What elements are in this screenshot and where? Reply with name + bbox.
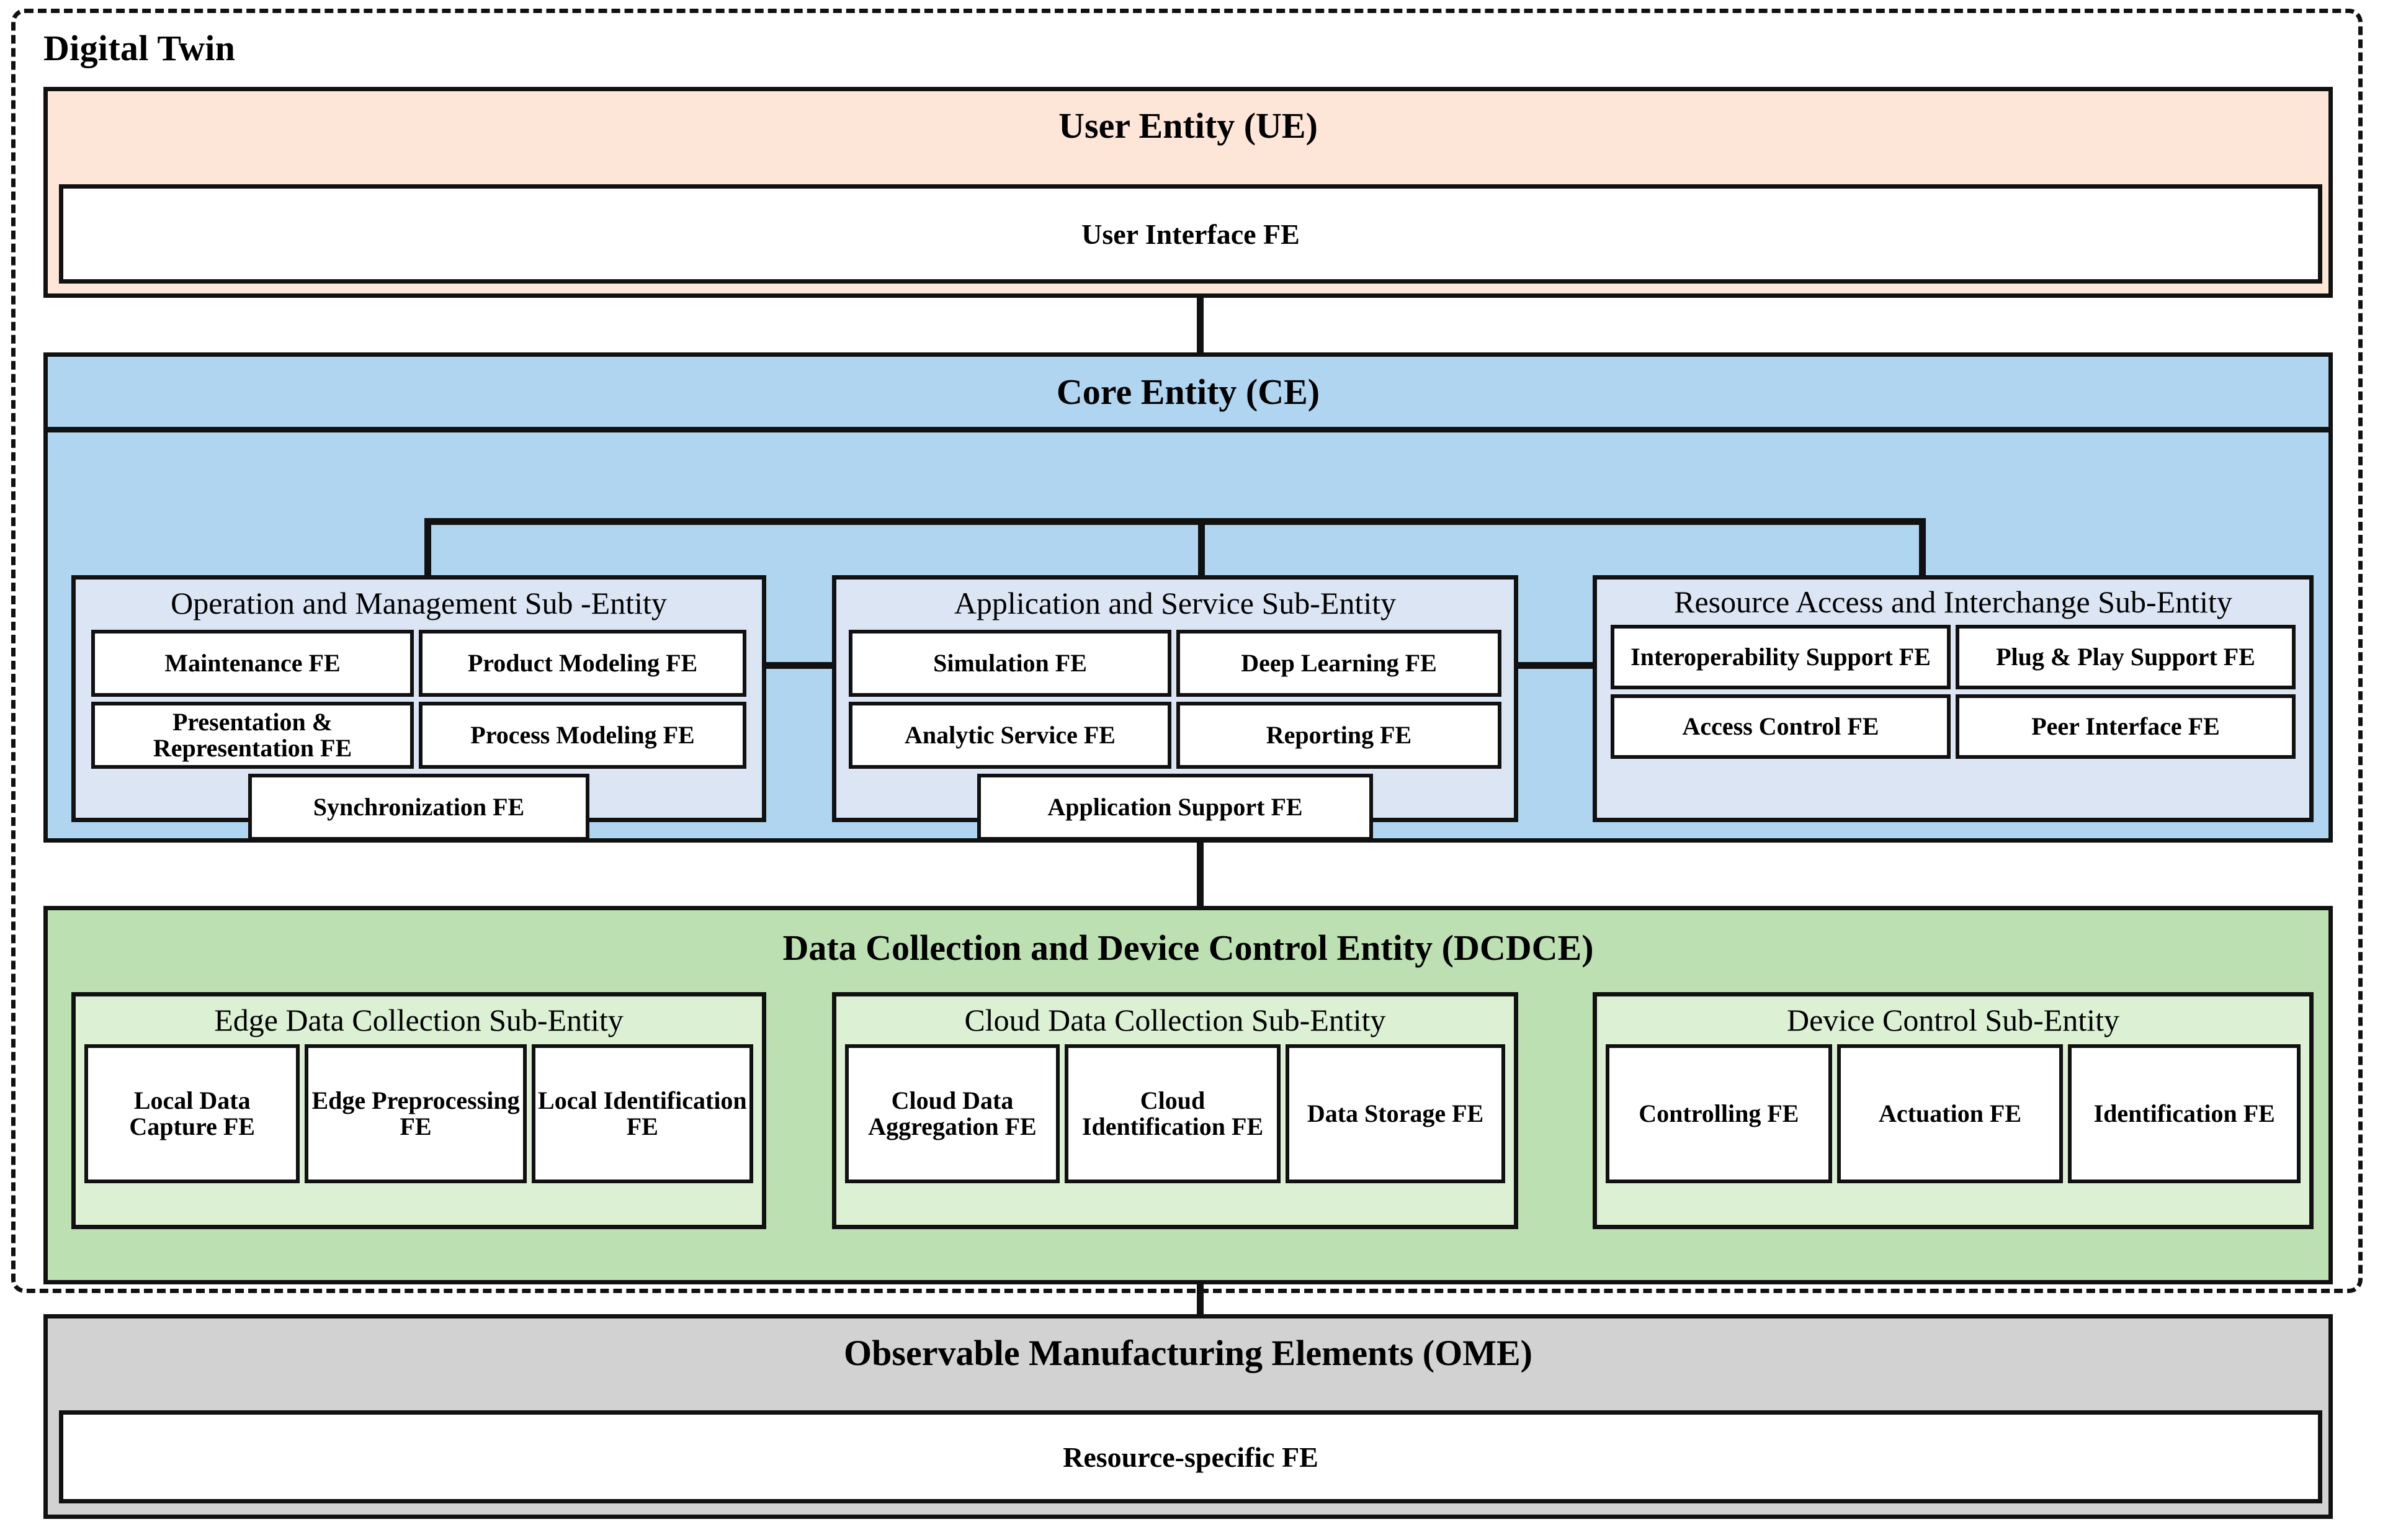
connector-dcdce-to-ome xyxy=(1197,1284,1204,1317)
sub-entity-edge-data-collection: Edge Data Collection Sub-Entity Local Da… xyxy=(71,992,766,1229)
sub-entity-operation-management-title: Operation and Management Sub -Entity xyxy=(171,586,667,620)
sub-entity-device-control: Device Control Sub-Entity Controlling FE… xyxy=(1593,992,2314,1229)
fe-reporting: Reporting FE xyxy=(1176,702,1501,769)
fe-plug-and-play-support: Plug & Play Support FE xyxy=(1956,625,2296,689)
fe-analytic-service: Analytic Service FE xyxy=(849,702,1171,769)
dcdce-title: Data Collection and Device Control Entit… xyxy=(782,927,1594,968)
ome-title: Observable Manufacturing Elements (OME) xyxy=(844,1333,1532,1373)
fe-simulation: Simulation FE xyxy=(849,630,1171,697)
sub-entity-application-service-title: Application and Service Sub-Entity xyxy=(954,586,1397,620)
sub-entity-edge-data-collection-title: Edge Data Collection Sub-Entity xyxy=(214,1003,624,1037)
core-entity-title: Core Entity (CE) xyxy=(48,357,2328,432)
connector-ue-to-ce xyxy=(1197,298,1204,352)
fe-resource-specific: Resource-specific FE xyxy=(59,1410,2322,1503)
fe-process-modeling: Process Modeling FE xyxy=(419,702,746,769)
fe-product-modeling: Product Modeling FE xyxy=(419,630,746,697)
fe-maintenance: Maintenance FE xyxy=(91,630,414,697)
fe-user-interface: User Interface FE xyxy=(59,184,2322,284)
sub-entity-operation-management: Operation and Management Sub -Entity Mai… xyxy=(71,575,766,841)
fe-presentation-representation: Presentation & Representation FE xyxy=(91,702,414,769)
fe-edge-preprocessing: Edge Preprocessing FE xyxy=(305,1044,527,1183)
digital-twin-label: Digital Twin xyxy=(43,28,236,68)
sub-entity-cloud-data-collection-title: Cloud Data Collection Sub-Entity xyxy=(964,1003,1386,1037)
sub-entity-cloud-data-collection: Cloud Data Collection Sub-Entity Cloud D… xyxy=(832,992,1518,1229)
connector-om-to-as xyxy=(758,662,832,669)
fe-deep-learning: Deep Learning FE xyxy=(1176,630,1501,697)
sub-entity-device-control-title: Device Control Sub-Entity xyxy=(1786,1003,2120,1037)
sub-entity-application-service: Application and Service Sub-Entity Simul… xyxy=(832,575,1518,841)
fe-local-data-capture: Local Data Capture FE xyxy=(84,1044,300,1183)
fe-synchronization: Synchronization FE xyxy=(248,774,589,841)
fe-cloud-identification: Cloud Identification FE xyxy=(1065,1044,1281,1183)
fe-controlling: Controlling FE xyxy=(1606,1044,1832,1183)
digital-twin-boundary xyxy=(11,9,2363,1293)
fe-data-storage: Data Storage FE xyxy=(1286,1044,1505,1183)
fe-actuation: Actuation FE xyxy=(1836,1044,2064,1183)
fe-identification: Identification FE xyxy=(2068,1044,2301,1183)
fe-application-support: Application Support FE xyxy=(977,774,1373,841)
core-entity-block: Core Entity (CE) Operation and Managemen… xyxy=(43,352,2333,843)
connector-as-to-rai xyxy=(1518,662,1593,669)
fe-access-control: Access Control FE xyxy=(1611,694,1951,759)
fe-cloud-data-aggregation: Cloud Data Aggregation FE xyxy=(845,1044,1060,1183)
ome-block: Observable Manufacturing Elements (OME) … xyxy=(43,1314,2333,1519)
dcdce-block: Data Collection and Device Control Entit… xyxy=(43,906,2333,1284)
sub-entity-resource-access-interchange: Resource Access and Interchange Sub-Enti… xyxy=(1593,575,2314,822)
user-entity-block: User Entity (UE) User Interface FE xyxy=(43,87,2333,298)
fe-peer-interface: Peer Interface FE xyxy=(1956,694,2296,759)
connector-ce-to-dcdce xyxy=(1197,843,1204,906)
sub-entity-resource-access-interchange-title: Resource Access and Interchange Sub-Enti… xyxy=(1674,584,2232,619)
user-entity-title: User Entity (UE) xyxy=(1058,105,1318,146)
fe-interoperability-support: Interoperability Support FE xyxy=(1611,625,1951,689)
fe-local-identification: Local Identification FE xyxy=(531,1044,754,1183)
